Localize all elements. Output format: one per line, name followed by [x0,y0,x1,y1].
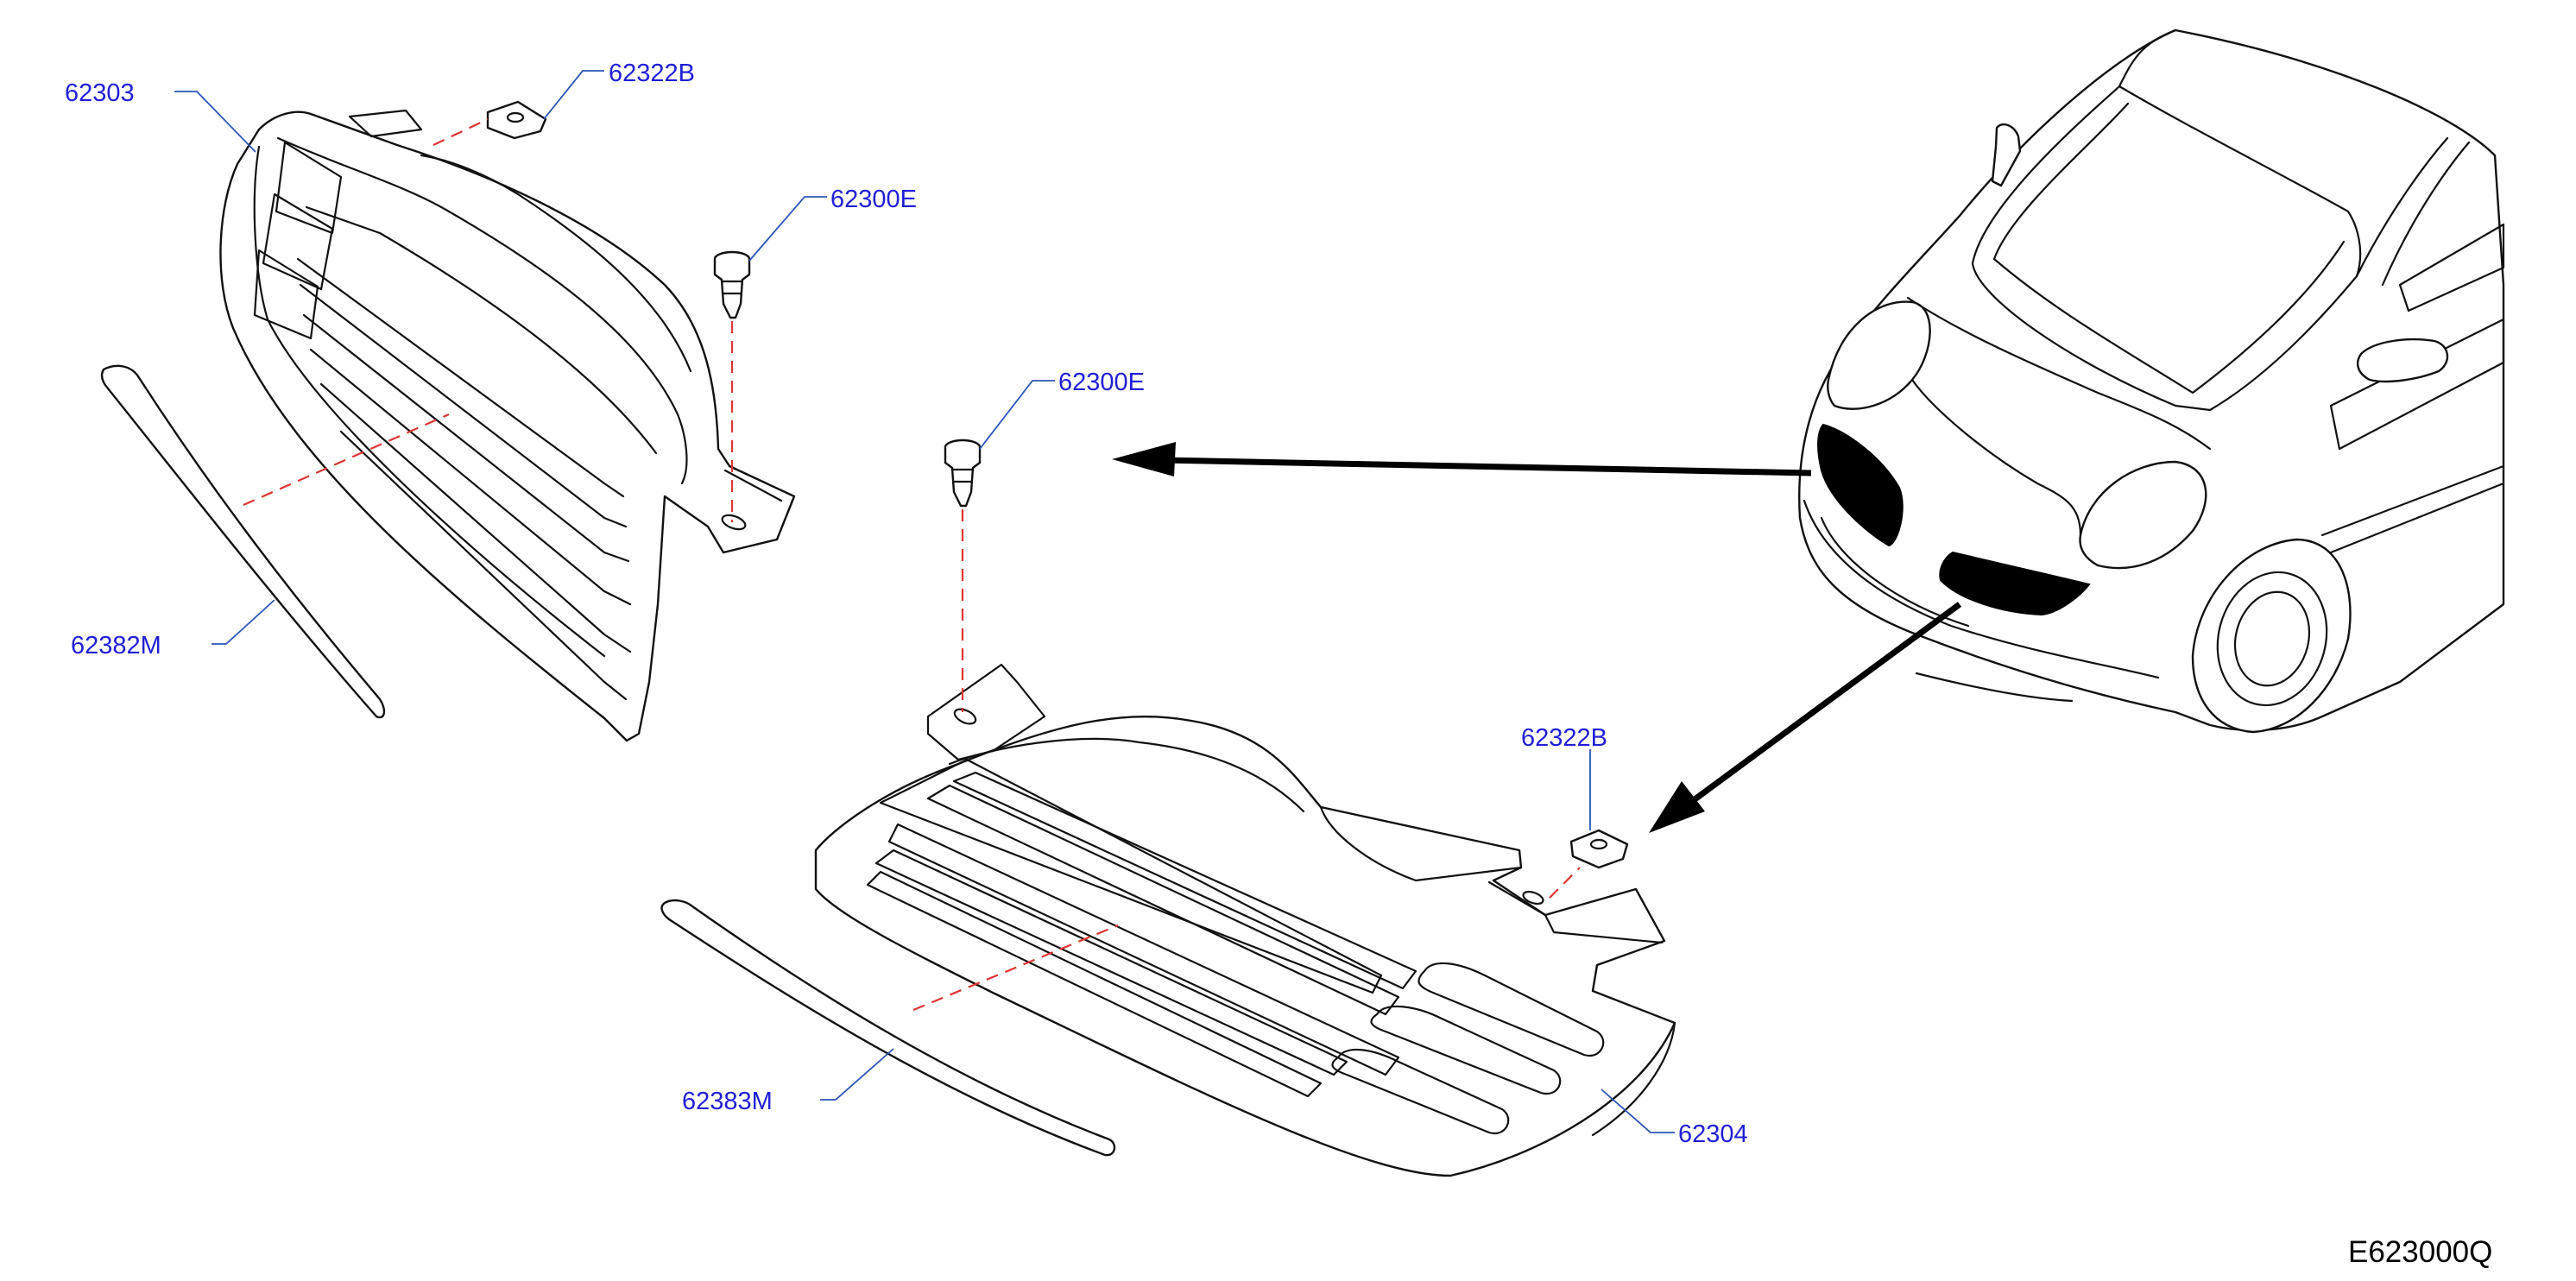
lower-location-arrow [1649,602,1962,833]
upper-molding [100,364,386,719]
lower-nut-align-line [1549,867,1581,899]
callout-62382M: 62382M [71,632,161,659]
leader-62383M [820,1048,894,1101]
leader-62322B-upper [543,70,604,120]
lower-clip [944,439,982,508]
callout-62300E-lower: 62300E [1058,369,1145,396]
lower-molding [660,899,1116,1157]
callout-62322B-lower: 62322B [1521,724,1607,752]
upper-grille-location [1817,423,1904,547]
upper-molding-align-line [243,413,450,507]
leader-62300E-upper [748,196,827,262]
callout-62322B-upper: 62322B [609,60,695,87]
upper-clip-nut [486,100,547,140]
car-illustration [1798,28,2505,734]
upper-grille [219,109,796,742]
leader-62382M [212,599,275,645]
lower-grille [814,663,1676,1177]
upper-nut-align-line [432,118,489,146]
lower-clip-nut [1569,829,1629,869]
leader-62304 [1601,1089,1675,1133]
upper-clip [713,250,751,319]
leader-62300E-lower [979,380,1055,450]
upper-location-arrow [1112,442,1812,476]
callout-62300E-upper: 62300E [830,186,917,213]
lower-grille-location [1939,551,2091,616]
leader-62303 [174,91,256,153]
callout-62304: 62304 [1678,1120,1748,1148]
lower-molding-align-line [912,924,1119,1012]
callout-62383M: 62383M [682,1088,773,1115]
diagram-code: E623000Q [2348,1235,2492,1269]
callout-62303: 62303 [65,79,135,107]
